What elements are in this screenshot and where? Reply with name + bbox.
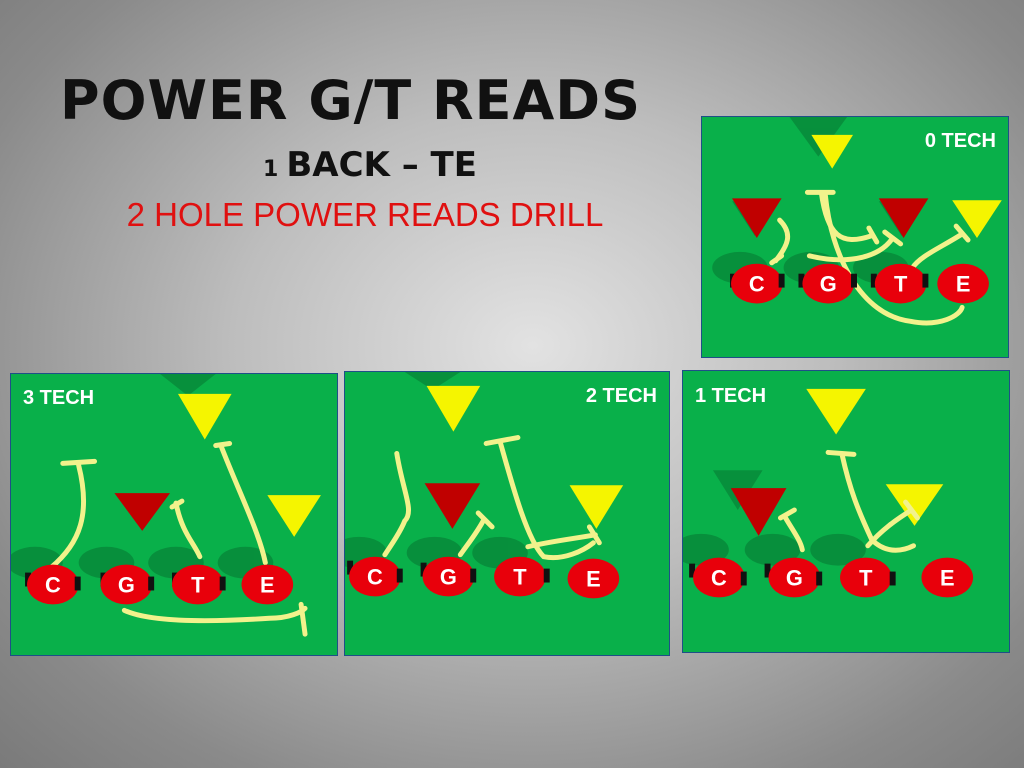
route-end: [525, 524, 602, 550]
play-diagram-2-tech: C G T E: [345, 372, 624, 599]
play-diagram-0-tech: C G T E: [712, 117, 1002, 326]
defender-3-left: [732, 198, 782, 238]
route-center: [382, 450, 411, 558]
lineman-label-e: E: [586, 566, 601, 591]
route-center: [48, 458, 98, 571]
defender-1-tech: [730, 488, 787, 536]
lineman-label-t: T: [513, 564, 527, 589]
panel-label-2-tech: 2 TECH: [585, 385, 657, 407]
subtitle-number: 1: [263, 157, 279, 182]
lineman-label-g: G: [118, 572, 135, 597]
route-guard-pull: [822, 191, 965, 326]
defender-linebacker: [806, 388, 866, 435]
defender-3-tech: [114, 493, 171, 531]
lineman-c: [731, 263, 783, 304]
route-pull: [121, 601, 308, 637]
panel-label-0-tech: 0 TECH: [924, 130, 996, 152]
lineman-c: [693, 557, 745, 598]
defender-end: [569, 485, 624, 529]
route-tackle: [457, 510, 495, 558]
slide-title: POWER G/T READS: [60, 69, 641, 132]
defender-nose: [811, 134, 854, 169]
route-guard: [483, 435, 596, 561]
lineman-e: [937, 263, 989, 304]
lineman-label-e: E: [260, 572, 275, 597]
panel-label-3-tech: 3 TECH: [23, 387, 95, 409]
defender-2-tech: [424, 483, 481, 529]
play-diagram-1-tech: C G T E: [683, 388, 974, 598]
lineman-g: [768, 557, 821, 598]
route-guard: [804, 189, 880, 245]
route-end: [910, 223, 971, 271]
defender-3-right: [878, 198, 929, 238]
lineman-label-c: C: [711, 565, 727, 590]
subtitle-text: BACK – TE: [286, 145, 477, 185]
lineman-g: [802, 263, 855, 304]
lineman-label-t: T: [894, 272, 908, 297]
lineman-label-e: E: [956, 272, 971, 297]
lineman-t: [840, 557, 892, 598]
route-center: [777, 507, 805, 553]
route-tackle: [865, 499, 920, 549]
lineman-t: [874, 263, 927, 304]
lineman-label-t: T: [191, 572, 205, 597]
panel-label-1-tech: 1 TECH: [695, 385, 767, 407]
defender-end: [267, 495, 321, 537]
lineman-t: [494, 556, 546, 597]
diagram-panel-1-tech: C G T E 1 TECH: [682, 370, 1010, 653]
route-tackle: [806, 229, 904, 263]
lineman-label-c: C: [367, 564, 383, 589]
lineman-g: [422, 556, 475, 597]
play-diagram-3-tech: C G T E: [11, 374, 321, 637]
diagram-panel-3-tech: C G T E 3 TECH: [10, 373, 338, 656]
route-center: [769, 217, 791, 266]
lineman-label-t: T: [859, 565, 873, 590]
diagram-panel-2-tech: C G T E 2 TECH: [344, 371, 670, 656]
lineman-label-e: E: [940, 565, 955, 590]
lineman-e: [921, 557, 974, 598]
lineman-label-c: C: [45, 572, 61, 597]
diagram-panel-0-tech: C G T E 0 TECH: [701, 116, 1009, 358]
defender-end: [952, 200, 1002, 238]
slide-subtitle: 1 BACK – TE: [60, 145, 680, 190]
defender-linebacker: [426, 385, 481, 432]
lineman-label-g: G: [440, 564, 457, 589]
lineman-g: [100, 564, 153, 605]
lineman-label-c: C: [749, 272, 765, 297]
lineman-c: [27, 564, 79, 605]
defender-linebacker: [177, 393, 232, 440]
lineman-label-g: G: [820, 272, 837, 297]
defender-end: [885, 484, 944, 526]
lineman-e: [567, 558, 620, 599]
drill-name: 2 HOLE POWER READS DRILL: [126, 196, 604, 233]
lineman-label-g: G: [786, 565, 803, 590]
route-tackle: [213, 441, 268, 566]
lineman-c: [349, 556, 401, 597]
lineman-e: [241, 564, 294, 605]
lineman-t: [172, 564, 224, 605]
route-guard: [169, 498, 203, 560]
